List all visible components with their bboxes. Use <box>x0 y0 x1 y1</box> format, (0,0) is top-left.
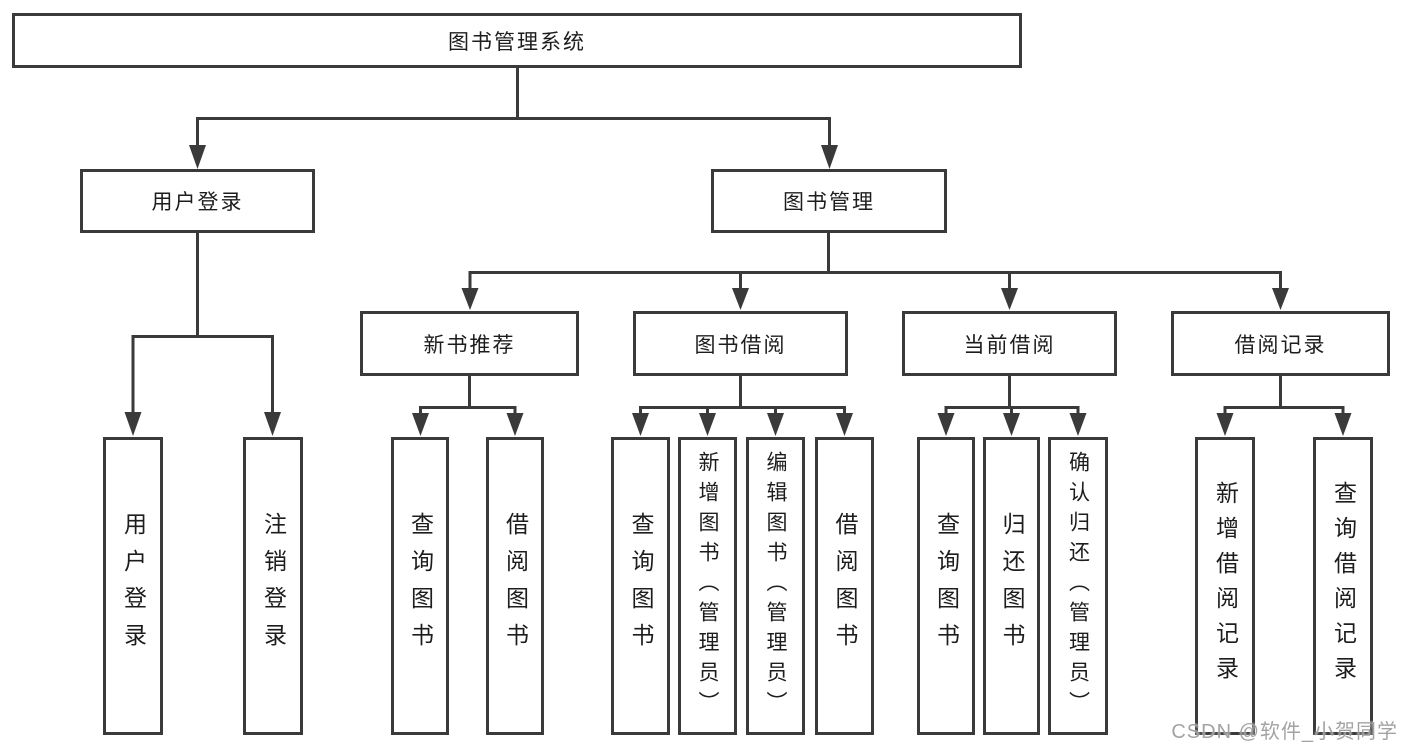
leaf-query-books: 查询图书 <box>611 437 670 735</box>
leaf-return-books: 归还图书 <box>983 437 1040 735</box>
leaf-add-books-admin: 新增图书（管理员） <box>678 437 737 735</box>
node-current-borrowing: 当前借阅 <box>902 311 1117 376</box>
node-label: 图书管理 <box>783 191 875 214</box>
node-label: 用户登录 <box>151 191 244 214</box>
node-borrowing-records: 借阅记录 <box>1171 311 1390 376</box>
leaf-label: 新增借阅记录 <box>1212 481 1239 691</box>
leaf-label: 编辑图书（管理员） <box>764 451 787 721</box>
leaf-label: 查询图书 <box>407 512 434 660</box>
leaf-label: 注销登录 <box>260 512 287 660</box>
leaf-label: 借阅图书 <box>832 512 858 660</box>
leaf-label: 确认归还（管理员） <box>1066 451 1090 721</box>
leaf-logout: 注销登录 <box>243 437 303 735</box>
leaf-user-login: 用户登录 <box>103 437 163 735</box>
leaf-query-books: 查询图书 <box>917 437 975 735</box>
leaf-label: 查询图书 <box>628 512 654 660</box>
leaf-label: 借阅图书 <box>502 512 529 660</box>
node-label: 图书管理系统 <box>448 30 586 54</box>
leaf-label: 用户登录 <box>120 512 147 660</box>
node-book-borrowing: 图书借阅 <box>633 311 848 376</box>
node-label: 新书推荐 <box>423 333 516 357</box>
node-library-management-system: 图书管理系统 <box>12 13 1022 68</box>
leaf-edit-books-admin: 编辑图书（管理员） <box>746 437 805 735</box>
leaf-add-borrow-record: 新增借阅记录 <box>1195 437 1255 735</box>
leaf-confirm-return-admin: 确认归还（管理员） <box>1048 437 1108 735</box>
leaf-query-books: 查询图书 <box>391 437 449 735</box>
leaf-label: 查询图书 <box>933 512 960 660</box>
node-book-management: 图书管理 <box>711 169 947 233</box>
csdn-watermark: CSDN @软件_小贺同学 <box>1171 721 1398 743</box>
node-label: 当前借阅 <box>963 333 1056 357</box>
leaf-label: 归还图书 <box>999 512 1025 660</box>
leaf-borrow-books: 借阅图书 <box>815 437 874 735</box>
node-user-login: 用户登录 <box>80 169 315 233</box>
leaf-query-borrow-record: 查询借阅记录 <box>1313 437 1373 735</box>
leaf-label: 新增图书（管理员） <box>696 451 719 721</box>
leaf-borrow-books: 借阅图书 <box>486 437 544 735</box>
leaf-label: 查询借阅记录 <box>1330 481 1357 691</box>
node-label: 图书借阅 <box>694 333 787 357</box>
node-label: 借阅记录 <box>1234 333 1327 357</box>
node-new-book-recommendation: 新书推荐 <box>360 311 579 376</box>
